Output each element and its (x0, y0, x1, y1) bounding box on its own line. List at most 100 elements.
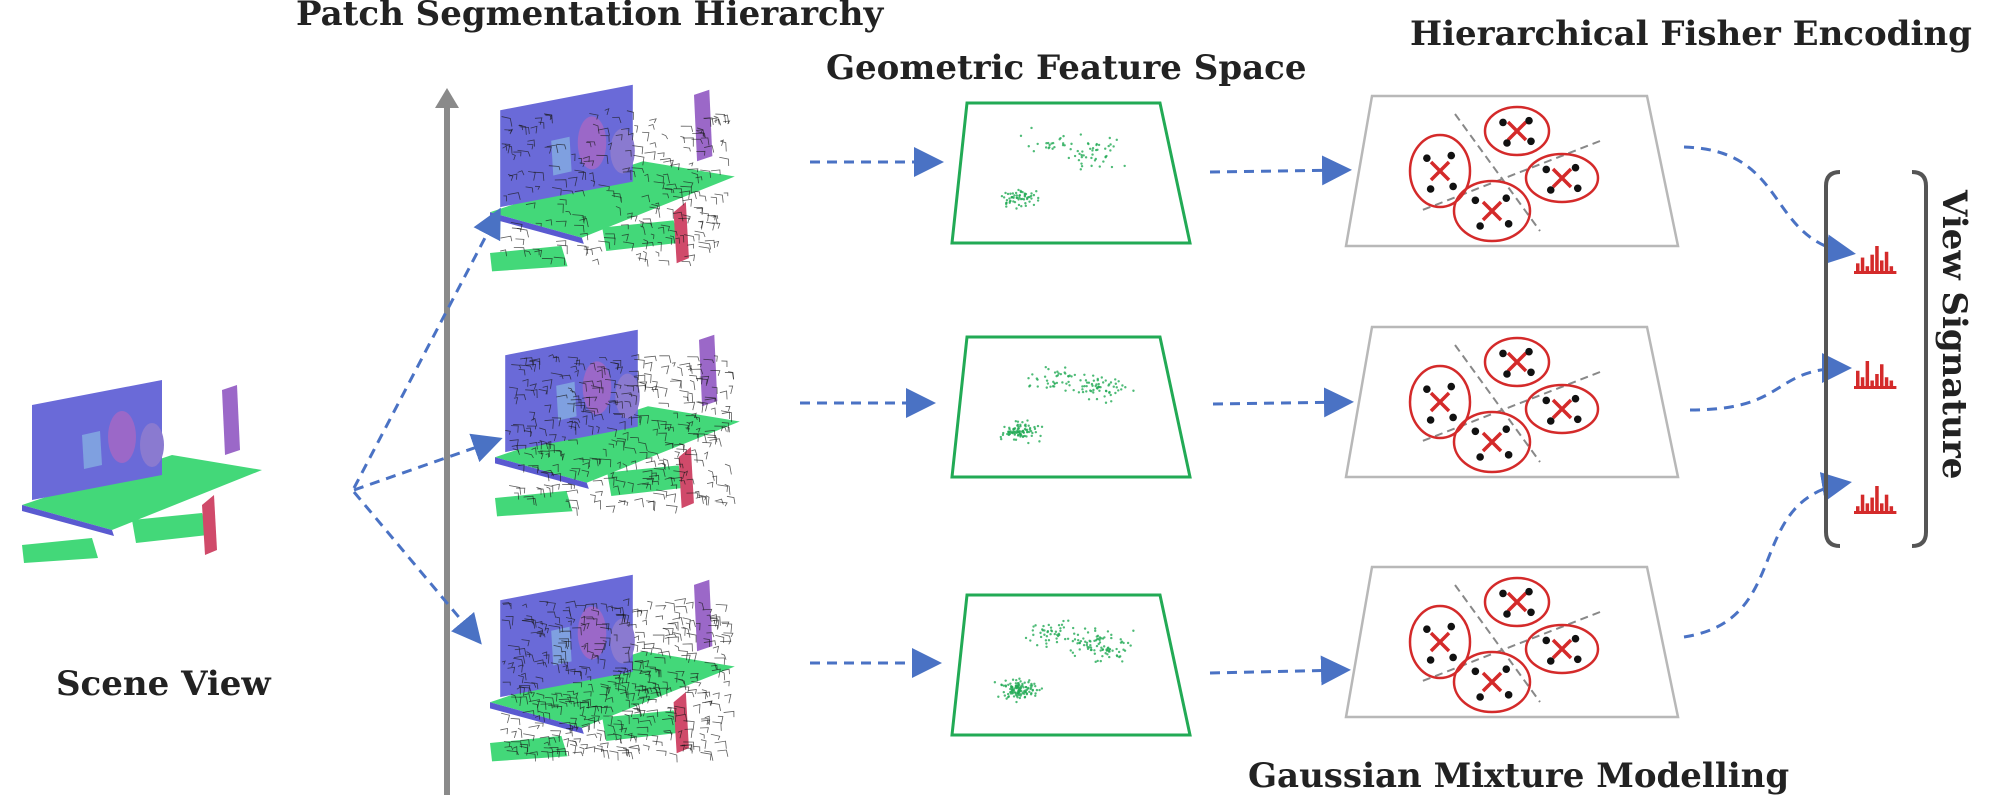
patch-boundary (537, 700, 547, 710)
patch-boundary (714, 118, 722, 126)
segmentation-level-1 (490, 84, 735, 272)
feature-point (1001, 433, 1005, 437)
patch-boundary (672, 617, 684, 626)
side-panel (694, 89, 713, 162)
feature-point (1017, 198, 1020, 201)
patch-boundary (670, 380, 682, 389)
patch-boundary (702, 442, 712, 448)
patch-boundary (581, 698, 591, 706)
feature-point (1019, 197, 1023, 201)
feature-point (1045, 635, 1049, 638)
feature-point (1093, 639, 1096, 643)
patch-boundary (586, 141, 596, 146)
feature-point (1082, 637, 1085, 640)
patch-boundary (542, 379, 553, 389)
patch-boundary (540, 442, 550, 452)
feature-point (1049, 633, 1052, 636)
patch-boundary (594, 643, 606, 650)
feature-point (1030, 192, 1033, 195)
patch-boundary (686, 492, 699, 498)
feature-point (1105, 649, 1108, 652)
patch-boundary (605, 505, 616, 513)
patch-boundary (725, 405, 731, 412)
patch-boundary (694, 230, 706, 238)
feature-point (1082, 643, 1086, 647)
patch-boundary (529, 383, 537, 390)
feature-point (1053, 382, 1056, 385)
patch-boundary (684, 254, 696, 262)
patch-boundary (639, 719, 652, 726)
patch-boundary (537, 450, 543, 455)
feature-point (1080, 162, 1083, 165)
patch-boundary (658, 402, 670, 408)
patch-boundary (519, 364, 533, 370)
patch-boundary (583, 155, 590, 163)
floor-edge (490, 212, 584, 244)
patch-boundary (536, 632, 546, 638)
patch-boundary (590, 494, 596, 503)
feature-point (1045, 379, 1049, 382)
gaussian-cluster (1452, 179, 1532, 243)
patch-boundary (550, 473, 562, 482)
patch-boundary (711, 619, 716, 624)
feature-point (1119, 638, 1122, 641)
feature-point (1017, 203, 1021, 207)
patch-boundary (665, 442, 674, 449)
feature-point (1014, 420, 1018, 423)
patch-boundary (544, 404, 552, 413)
patch-boundary (549, 747, 559, 755)
patch-boundary (699, 733, 705, 739)
patch-boundary (598, 240, 611, 249)
patch-boundary (714, 657, 725, 665)
patch-boundary (565, 668, 576, 675)
patch-boundary (657, 226, 665, 234)
feature-point (1085, 381, 1089, 384)
patch-boundary (710, 664, 718, 670)
feature-point (1094, 629, 1097, 633)
feature-point (1036, 424, 1040, 428)
patch-boundary (545, 453, 550, 458)
patch-boundary (568, 439, 578, 445)
feature-point (1086, 631, 1090, 634)
patch-boundary (634, 497, 644, 508)
patch-boundary (671, 362, 676, 367)
feature-point (1008, 200, 1012, 203)
patch-boundary (580, 622, 586, 632)
feature-point (1081, 388, 1084, 391)
feature-point (1008, 197, 1011, 200)
patch-boundary (525, 186, 534, 193)
cluster-sample (1571, 394, 1580, 403)
feature-point (1013, 691, 1017, 694)
view-signature-label: View Signature (1934, 190, 1974, 480)
object-vase (610, 618, 635, 664)
patch-boundary (601, 750, 610, 759)
feature-point (1029, 430, 1033, 433)
patch-boundary (634, 711, 643, 717)
bottom-slab-right (602, 710, 680, 741)
flow-arrow (1209, 155, 1352, 186)
patch-boundary (534, 117, 543, 125)
patch-boundary (562, 693, 572, 705)
patch-boundary (525, 202, 536, 209)
patch-boundary (604, 378, 616, 389)
patch-boundary (513, 151, 522, 157)
patch-boundary (567, 403, 575, 413)
patch-boundary (699, 727, 709, 733)
patch-boundary (585, 603, 594, 610)
feature-point (1088, 147, 1092, 150)
feature-point (1028, 426, 1032, 430)
patch-boundary (566, 728, 571, 733)
feature-point (1096, 634, 1100, 638)
patch-boundary (637, 733, 648, 741)
histogram-bar (1889, 266, 1894, 272)
histogram-bar (1880, 364, 1884, 387)
patch-boundary (629, 744, 641, 751)
feature-point (1008, 426, 1011, 430)
cluster-sample (1503, 610, 1511, 618)
patch-boundary (573, 457, 584, 463)
patch-boundary (649, 206, 661, 218)
patch-boundary (541, 469, 553, 475)
patch-boundary (675, 463, 684, 469)
feature-point (1030, 197, 1033, 200)
patch-boundary (535, 222, 542, 227)
